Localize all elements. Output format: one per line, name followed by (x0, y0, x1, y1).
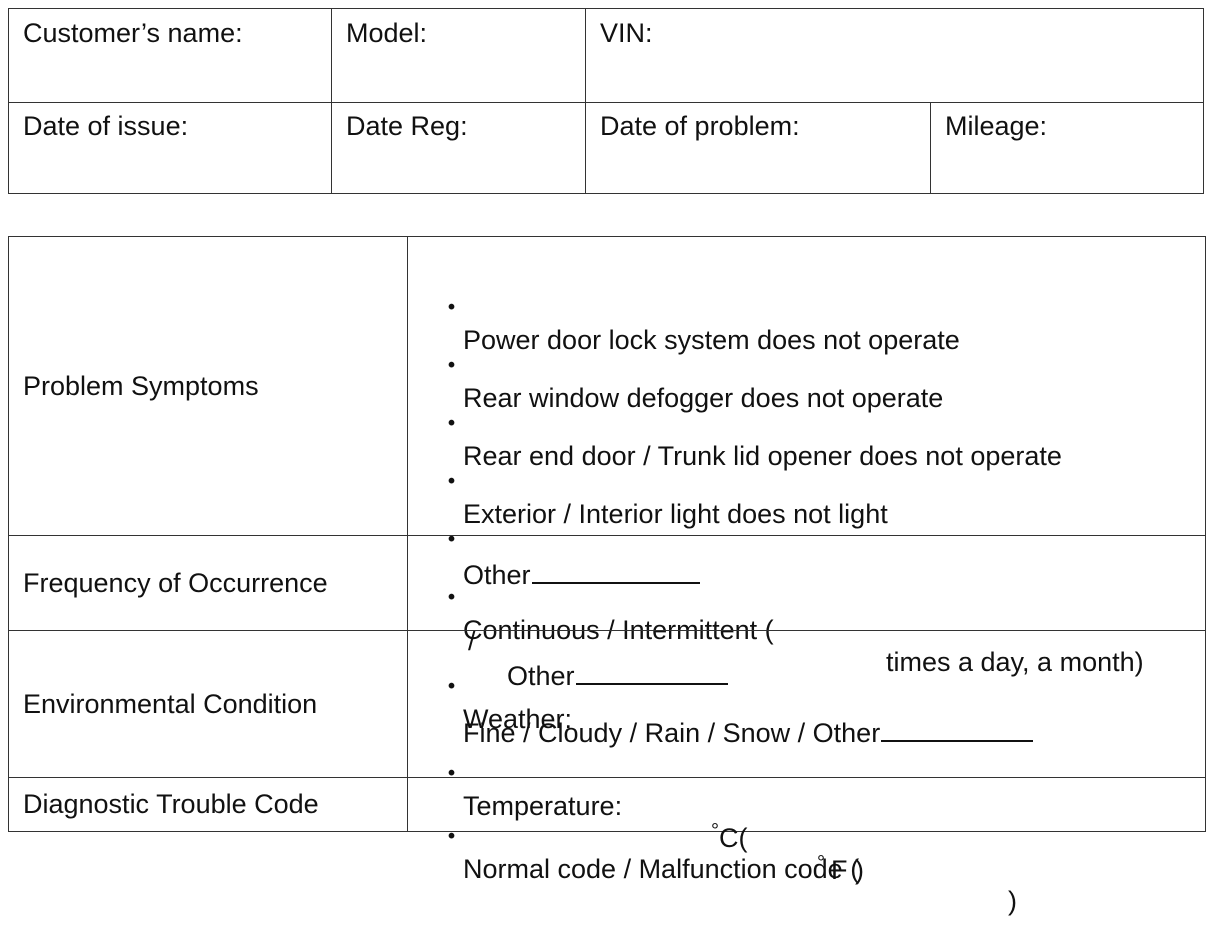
celsius-degree-icon: ° (711, 820, 719, 842)
symptom-text: Rear end door / Trunk lid opener does no… (463, 441, 1062, 471)
weather-other-blank[interactable] (881, 714, 1034, 742)
symptom-text: Rear window defogger does not operate (463, 383, 944, 413)
symptom-other-blank[interactable] (531, 556, 700, 584)
bullet-icon: ・ (438, 822, 465, 852)
symptom-option-other[interactable]: ・ Other (408, 492, 700, 620)
date-of-problem-field[interactable]: Date of problem: (585, 102, 931, 193)
vehicle-info-table: Customer’s name: Model: VIN: Date of iss… (8, 8, 1204, 194)
frequency-options: ・ Continuous / Intermittent ( times a da… (408, 536, 1205, 691)
environment-label: Environmental Condition (9, 631, 408, 777)
frequency-slash: / (468, 626, 476, 656)
problem-symptoms-row: Problem Symptoms ・ Power door lock syste… (9, 237, 1205, 590)
dtc-label: Diagnostic Trouble Code (9, 778, 408, 831)
vehicle-info-row-1: Customer’s name: Model: VIN: (9, 9, 1203, 103)
model-label: Model: (346, 18, 428, 48)
date-of-issue-field[interactable]: Date of issue: (9, 102, 332, 193)
frequency-times-text: times a day, a month) (886, 647, 1144, 677)
mileage-label: Mileage: (945, 111, 1048, 141)
frequency-other-label: Other (507, 661, 575, 691)
symptom-other-label: Other (463, 560, 531, 590)
problem-symptoms-label: Problem Symptoms (9, 237, 408, 535)
date-reg-label: Date Reg: (346, 111, 468, 141)
problem-details-table: Problem Symptoms ・ Power door lock syste… (8, 236, 1206, 916)
dtc-row: Diagnostic Trouble Code ・ Normal code / … (9, 777, 1205, 916)
frequency-other-blank[interactable] (575, 657, 728, 685)
weather-options-text: Fine / Cloudy / Rain / Snow / Other (463, 718, 881, 748)
vehicle-info-row-2: Date of issue: Date Reg: Date of problem… (9, 102, 1203, 193)
mileage-field[interactable]: Mileage: (930, 102, 1203, 193)
date-of-problem-label: Date of problem: (600, 111, 800, 141)
symptom-option[interactable]: ・ Rear window defogger does not operate (408, 318, 943, 446)
weather-options-line[interactable]: Fine / Cloudy / Rain / Snow / Other (408, 682, 1034, 778)
dtc-option-line[interactable]: ・ Normal code / Malfunction code ( ) (408, 789, 1017, 949)
date-reg-field[interactable]: Date Reg: (331, 102, 585, 193)
symptom-option[interactable]: ・ Rear end door / Trunk lid opener does … (408, 376, 1062, 504)
customer-name-field[interactable]: Customer’s name: (9, 9, 332, 102)
model-field[interactable]: Model: (331, 9, 585, 102)
symptom-text: Exterior / Interior light does not light (463, 499, 888, 529)
dtc-options: ・ Normal code / Malfunction code ( ) (408, 778, 1205, 916)
customer-name-label: Customer’s name: (23, 18, 243, 48)
frequency-option-line-2[interactable]: / Other (408, 593, 728, 721)
frequency-label: Frequency of Occurrence (9, 536, 408, 630)
date-of-issue-label: Date of issue: (23, 111, 189, 141)
frequency-row: Frequency of Occurrence ・ Continuous / I… (9, 535, 1205, 691)
vin-field[interactable]: VIN: (585, 9, 1203, 102)
environment-row: Environmental Condition ・ Weather: Fine … (9, 630, 1205, 885)
weather-line: ・ Weather: (408, 639, 572, 767)
dtc-close-paren: ) (1008, 886, 1017, 916)
dtc-code-text: Normal code / Malfunction code ( (463, 854, 860, 884)
symptom-option[interactable]: ・ Power door lock system does not operat… (408, 260, 960, 388)
problem-symptoms-options: ・ Power door lock system does not operat… (408, 237, 1205, 590)
temperature-label: Temperature: (463, 791, 623, 821)
vin-label: VIN: (600, 18, 653, 48)
symptom-option[interactable]: ・ Exterior / Interior light does not lig… (408, 434, 888, 562)
environment-options: ・ Weather: Fine / Cloudy / Rain / Snow /… (408, 631, 1205, 885)
symptom-text: Power door lock system does not operate (463, 325, 960, 355)
weather-label: Weather: (463, 704, 573, 734)
